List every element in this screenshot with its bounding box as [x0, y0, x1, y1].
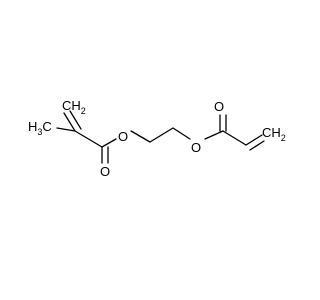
- bond-ch2-ch2: [149, 127, 174, 143]
- bond-ch2-oester-right: [172, 127, 191, 140]
- atom-labels: CH2 H3C O O O O CH2: [28, 98, 286, 179]
- bond-oester-carbonyl-right: [204, 130, 224, 140]
- atom-o-ester-right: O: [191, 140, 201, 155]
- bond-vinyl-double-b: [249, 140, 265, 151]
- bond-lines: [56, 110, 265, 164]
- bond-vinyl-double-a: [245, 134, 263, 146]
- bond-oester-ch2-a: [130, 130, 151, 143]
- bond-double-ch2-c-inner: [69, 110, 82, 130]
- bond-carbonyl-vinyl: [222, 130, 247, 146]
- atom-o-carbonyl-left: O: [100, 164, 110, 179]
- bond-carbonyl-oester-left: [101, 138, 117, 148]
- atom-ch3: H3C: [28, 119, 52, 137]
- bond-double-ch2-c: [63, 112, 76, 132]
- atom-ch2-left: CH2: [62, 98, 86, 116]
- bond-c-ch3: [56, 127, 76, 132]
- bond-c-carbonyl: [74, 130, 103, 148]
- atom-o-ester-left: O: [118, 129, 128, 144]
- atom-o-carbonyl-right: O: [214, 99, 224, 114]
- chemical-structure: CH2 H3C O O O O CH2: [28, 98, 286, 179]
- atom-ch2-right: CH2: [262, 125, 286, 143]
